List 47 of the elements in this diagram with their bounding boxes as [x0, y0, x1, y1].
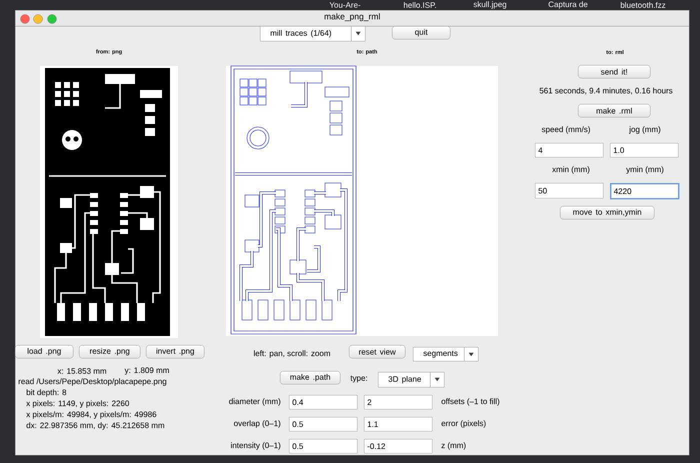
input-field: 4	[535, 143, 604, 158]
input-field: 50	[535, 183, 604, 198]
field-label: speed (mm/s)	[542, 126, 590, 134]
info-text: bit depth: 8	[26, 389, 66, 397]
push-button: move to xmin,ymin	[560, 206, 654, 220]
info-text: dx: 22.987356 mm, dy: 45.212658 mm	[26, 422, 164, 430]
input-field: 1.0	[610, 143, 678, 158]
input-field: 0.5	[289, 417, 358, 432]
push-button: load .png	[15, 345, 74, 358]
field-label: diameter (mm)	[229, 398, 280, 406]
input-field: 0.4	[289, 395, 358, 410]
field-label: type:	[350, 376, 367, 382]
push-button: reset view	[349, 345, 406, 358]
push-button: invert .png	[146, 345, 204, 358]
push-button: quit	[392, 26, 450, 40]
push-button: make .path	[280, 371, 340, 384]
dropdown-menu: 3D plane	[378, 372, 444, 388]
coordinate-text: y: 1.809 mm	[124, 367, 169, 375]
status-text: 561 seconds, 9.4 minutes, 0.16 hours	[540, 88, 672, 94]
field-label: intensity (0–1)	[231, 442, 280, 450]
input-field: 1.1	[364, 417, 432, 432]
field-label: ymin (mm)	[626, 166, 664, 174]
field-label: overlap (0–1)	[234, 420, 280, 428]
coordinate-text: x: 15.853 mm	[58, 368, 106, 374]
info-text: x pixels/m: 49984, y pixels/m: 49986	[26, 411, 156, 419]
field-label: jog (mm)	[629, 126, 660, 134]
input-field: 0.5	[289, 439, 358, 454]
info-text: read /Users/Pepe/Desktop/placapepe.png	[18, 378, 166, 386]
file-name: skull.jpeg	[474, 1, 506, 9]
hint-text: left: pan, scroll: zoom	[254, 350, 330, 358]
push-button: send it!	[578, 65, 650, 78]
push-button: make .rml	[578, 104, 650, 118]
file-name: Captura de	[548, 1, 588, 9]
file-name: bluetooth.fzz	[620, 2, 666, 8]
push-button: resize .png	[79, 345, 140, 358]
input-field: 2	[364, 395, 432, 410]
file-name: You-Are-	[330, 2, 360, 8]
field-label: z (mm)	[442, 442, 466, 450]
field-label: offsets (–1 to fill)	[442, 398, 500, 406]
dropdown-menu: segments	[413, 347, 478, 362]
file-name: hello.ISP.	[404, 2, 436, 8]
field-label: xmin (mm)	[552, 166, 590, 174]
input-field: -0.12	[364, 439, 432, 454]
field-label: error (pixels)	[442, 420, 486, 428]
input-field: 4220	[610, 183, 680, 200]
dropdown-menu: mill traces (1/64)	[260, 26, 366, 42]
info-text: x pixels: 1149, y pixels: 2260	[26, 400, 130, 408]
